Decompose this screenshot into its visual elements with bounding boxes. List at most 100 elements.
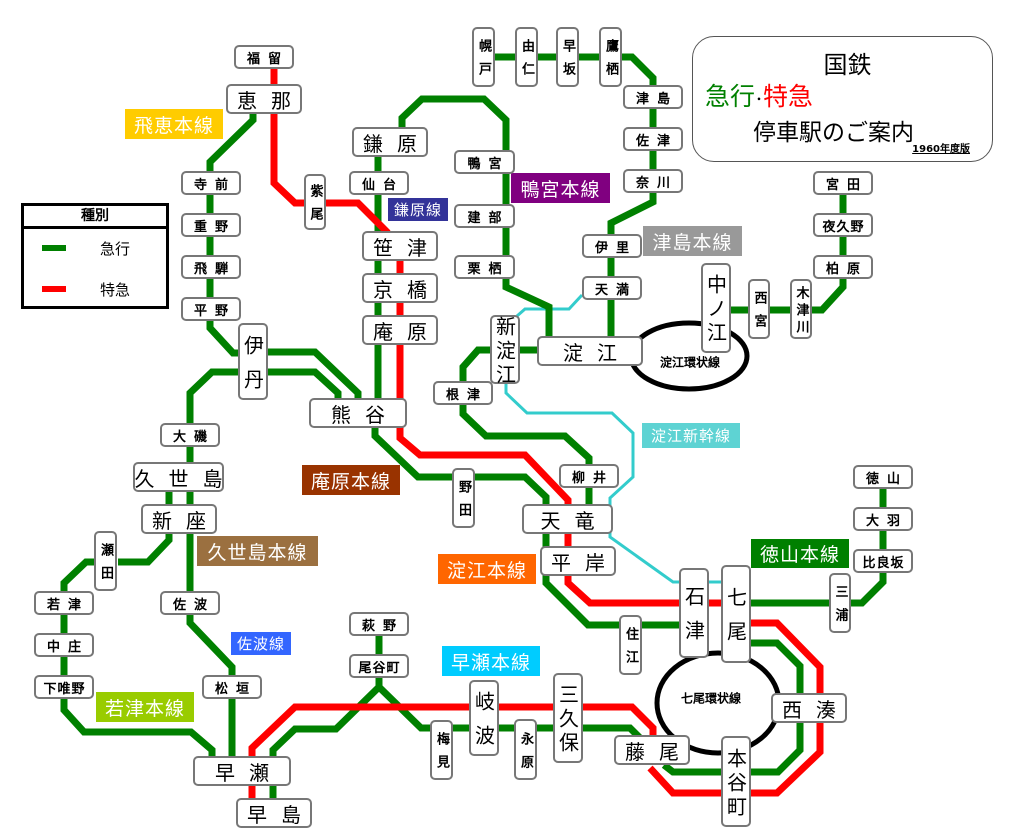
station-temma[interactable]: 天満 [582, 276, 642, 300]
station-itami[interactable]: 伊丹 [238, 323, 268, 403]
station-takebe[interactable]: 建部 [454, 204, 515, 228]
station-kinami[interactable]: 岐波 [469, 680, 499, 759]
line-label: 鴨宮本線 [511, 173, 610, 203]
station-isato[interactable]: 伊里 [582, 234, 642, 258]
title-service-types: 急行･特急 [705, 77, 813, 113]
station-kumagaya[interactable]: 熊谷 [309, 398, 407, 428]
station-nakasho[interactable]: 中庄 [34, 633, 94, 657]
station-yodoe[interactable]: 淀江 [537, 336, 643, 366]
express-segment [60, 558, 216, 758]
station-kamahara[interactable]: 鎌原 [352, 127, 428, 157]
station-shinyodoe[interactable]: 新淀江 [490, 315, 520, 388]
station-kashiwara[interactable]: 柏原 [813, 255, 873, 279]
station-teramae[interactable]: 寺前 [181, 171, 241, 195]
express-segment [731, 194, 847, 314]
station-nagahara[interactable]: 永原 [514, 719, 537, 780]
loop-lines [628, 320, 782, 756]
station-nishiminato[interactable]: 西湊 [771, 693, 847, 723]
line-label: 淀江新幹線 [642, 423, 740, 448]
title-express: 急行 [705, 82, 756, 111]
station-nakawa[interactable]: 奈川 [623, 169, 683, 193]
station-takasu[interactable]: 鷹栖 [599, 27, 622, 87]
station-yakuno[interactable]: 夜久野 [813, 213, 873, 237]
station-umemi[interactable]: 梅見 [430, 720, 453, 780]
express-segment [398, 95, 553, 337]
line-label: 津島本線 [643, 226, 742, 256]
station-yanai[interactable]: 柳井 [559, 464, 619, 488]
station-iohara[interactable]: 庵原 [362, 315, 438, 345]
limited-swatch [42, 286, 66, 292]
legend-header: 種別 [24, 206, 166, 229]
station-yuni[interactable]: 由仁 [515, 27, 538, 87]
station-hayashima[interactable]: 早島 [236, 798, 312, 828]
express-segment [268, 348, 362, 400]
title-limited: 特急 [763, 82, 814, 111]
title-dot: ･ [755, 90, 764, 109]
station-ena[interactable]: 恵那 [226, 84, 302, 114]
station-sendai[interactable]: 仙台 [349, 171, 409, 195]
station-kizugawa[interactable]: 木津川 [790, 279, 812, 339]
station-hayasaka[interactable]: 早坂 [556, 27, 579, 87]
station-nanao[interactable]: 七尾 [721, 565, 751, 663]
station-tsushima[interactable]: 津島 [623, 85, 683, 109]
station-nezu[interactable]: 根津 [433, 381, 493, 405]
limited-segment [396, 259, 723, 607]
station-satsu[interactable]: 佐津 [623, 127, 683, 151]
station-ishizu[interactable]: 石津 [679, 568, 709, 658]
station-noda[interactable]: 野田 [452, 468, 475, 528]
station-miura[interactable]: 三浦 [829, 573, 851, 633]
station-sumie[interactable]: 住江 [619, 615, 642, 675]
line-label: 佐波線 [231, 632, 291, 655]
line-label: 徳山本線 [751, 539, 849, 568]
station-seta[interactable]: 瀬田 [94, 531, 117, 591]
station-oiso[interactable]: 大磯 [160, 423, 220, 447]
station-kuzeshima[interactable]: 久世島 [133, 462, 224, 492]
station-wakatsu[interactable]: 若津 [34, 591, 94, 615]
express-segment [459, 346, 593, 506]
station-saba[interactable]: 佐波 [160, 591, 220, 615]
limited-segment [248, 703, 657, 758]
limited-segment [647, 619, 824, 797]
station-horoto[interactable]: 幌戸 [472, 27, 495, 87]
station-mikubo[interactable]: 三久保 [553, 673, 583, 763]
station-niiza[interactable]: 新座 [141, 504, 217, 534]
line-label: 早瀬本線 [442, 646, 540, 676]
station-tenryu[interactable]: 天竜 [522, 504, 613, 534]
express-segment [186, 490, 236, 758]
station-hayase[interactable]: 早瀬 [193, 756, 291, 786]
edition-label: 1960年度版 [912, 144, 970, 155]
station-tokuyama[interactable]: 徳山 [853, 465, 913, 489]
station-hiragishi[interactable]: 平岸 [540, 546, 616, 576]
station-hida[interactable]: 飛騨 [181, 255, 241, 279]
shinkansen-segment [504, 383, 722, 584]
express-segment [268, 368, 342, 400]
station-shibio[interactable]: 紫尾 [304, 174, 326, 230]
station-hagino[interactable]: 萩野 [349, 612, 409, 636]
station-oyacho[interactable]: 尾谷町 [349, 654, 409, 678]
station-hontanicho[interactable]: 本谷町 [721, 736, 751, 827]
express-segment [186, 368, 238, 464]
nanao-loop-label: 七尾環状線 [680, 691, 742, 706]
express-segment [371, 426, 681, 629]
station-fujio[interactable]: 藤尾 [614, 735, 690, 765]
station-kurusu[interactable]: 栗栖 [454, 255, 515, 279]
station-nishinomiya[interactable]: 西宮 [748, 279, 770, 339]
station-nakanoe[interactable]: 中ノ江 [701, 263, 731, 353]
station-miyata[interactable]: 宮田 [813, 171, 873, 195]
station-hirano[interactable]: 平野 [181, 297, 241, 321]
station-kamomiya[interactable]: 鴨宮 [454, 150, 515, 174]
station-sasatsu[interactable]: 笹津 [362, 231, 438, 261]
legend: 種別 急行 特急 [21, 203, 169, 309]
express-segment [661, 639, 804, 776]
station-shimoyuino[interactable]: 下唯野 [34, 675, 94, 699]
express-swatch [42, 245, 66, 251]
station-shigeno[interactable]: 重野 [181, 213, 241, 237]
title-guide: 停車駅のご案内 [753, 120, 914, 146]
title-box: 国鉄 急行･特急 停車駅のご案内 1960年度版 [692, 36, 993, 162]
station-hirasaka[interactable]: 比良坂 [853, 549, 913, 573]
station-matsugaki[interactable]: 松垣 [202, 675, 262, 699]
station-kyobashi[interactable]: 京橋 [362, 273, 438, 303]
station-oba[interactable]: 大羽 [853, 507, 913, 531]
station-fukudome[interactable]: 福留 [234, 45, 294, 69]
express-segment [118, 532, 173, 566]
